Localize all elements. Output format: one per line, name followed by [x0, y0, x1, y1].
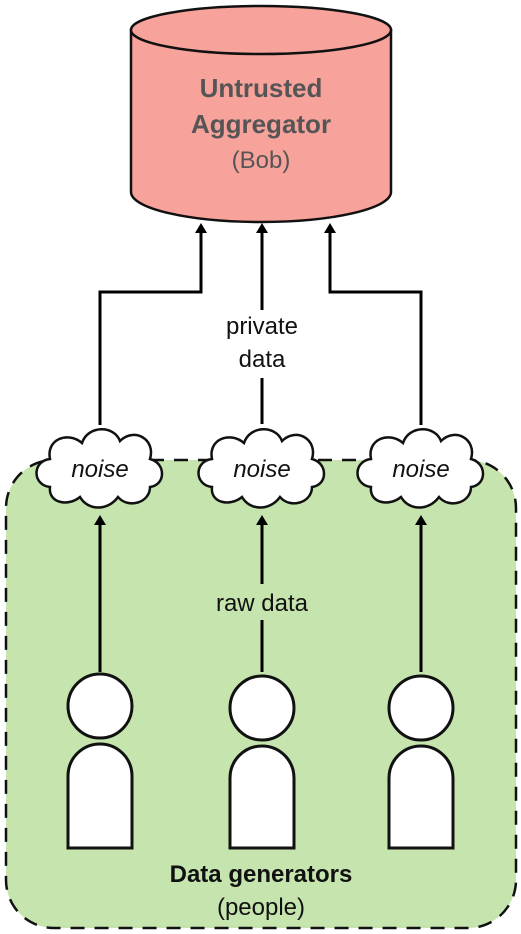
noise-cloud-right — [356, 428, 485, 509]
private-data-label-line1: private — [226, 313, 298, 340]
aggregator-cylinder — [129, 4, 393, 224]
person-icon-center — [228, 674, 296, 850]
aggregator-title-line1: Untrusted — [200, 73, 323, 103]
person-icon-left — [66, 672, 134, 850]
data-generators-title: Data generators — [170, 861, 353, 888]
data-generators-subtitle: (people) — [217, 894, 305, 921]
noise-cloud-left — [35, 428, 164, 509]
noise-label-right: noise — [392, 456, 449, 483]
private-data-label-line2: data — [239, 346, 286, 373]
right-connector-arrow — [324, 223, 423, 425]
aggregator-subtitle: (Bob) — [232, 147, 291, 174]
aggregator-title-line2: Aggregator — [191, 109, 331, 139]
noise-label-left: noise — [71, 456, 128, 483]
noise-cloud-center — [197, 428, 326, 509]
noise-label-center: noise — [233, 456, 290, 483]
raw-data-label: raw data — [216, 590, 309, 617]
person-icon-right — [387, 674, 455, 850]
left-connector-arrow — [98, 223, 207, 425]
